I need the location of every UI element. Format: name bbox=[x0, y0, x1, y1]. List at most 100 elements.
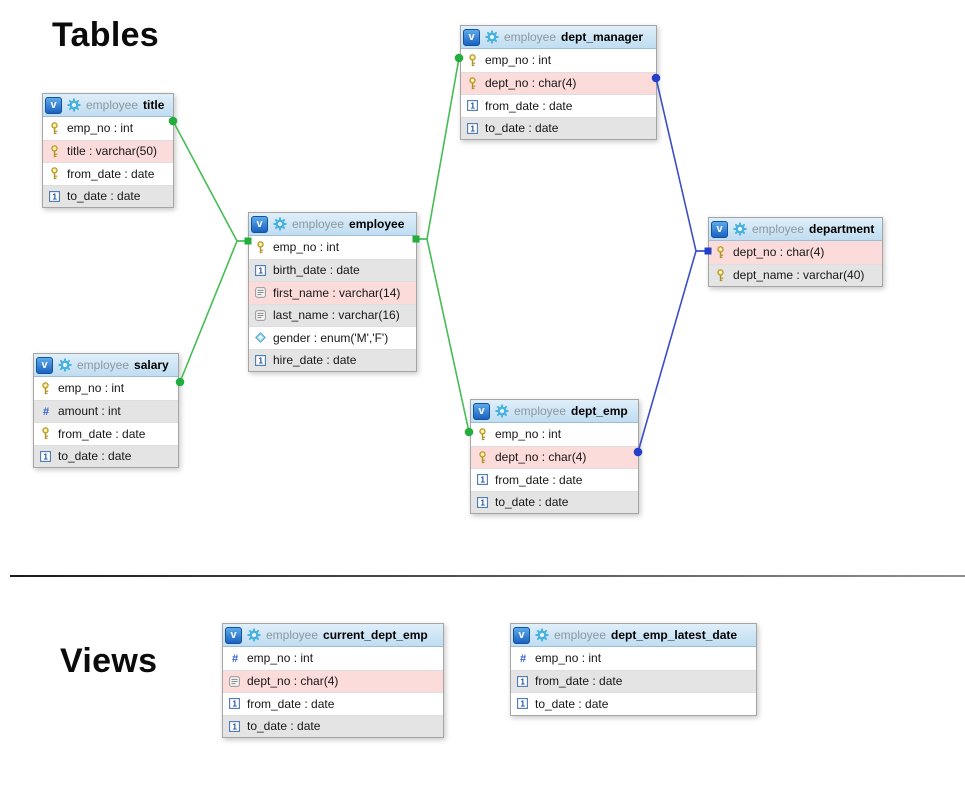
table-name: title bbox=[143, 98, 165, 112]
column-label: last_name : varchar(16) bbox=[273, 308, 400, 323]
key-icon bbox=[476, 450, 489, 464]
relationship-line-title.emp_no-employee.emp_no bbox=[172, 120, 248, 242]
table-options-gear-icon[interactable] bbox=[247, 628, 261, 642]
date-icon: 1 bbox=[254, 354, 267, 366]
relationship-line-dept_emp.dept_no-department.dept_no bbox=[637, 250, 708, 453]
column-row: first_name : varchar(14) bbox=[249, 281, 416, 304]
text-icon bbox=[254, 287, 267, 299]
view-toggle-icon[interactable]: v bbox=[463, 28, 480, 46]
entity-columns: emp_no : int title : varchar(50) from_da… bbox=[43, 117, 173, 207]
column-label: first_name : varchar(14) bbox=[273, 285, 401, 300]
relationship-line-dept_manager.dept_no-department.dept_no bbox=[655, 77, 708, 252]
column-row: dept_no : char(4) bbox=[461, 71, 656, 94]
column-label: emp_no : int bbox=[535, 651, 602, 666]
key-icon bbox=[39, 427, 52, 440]
entity-header[interactable]: v employee title bbox=[43, 94, 173, 117]
column-row: dept_no : char(4) bbox=[471, 445, 638, 468]
table-name: dept_emp_latest_date bbox=[611, 628, 738, 642]
relationship-line-employee.emp_no-dept_emp.emp_no bbox=[416, 238, 470, 433]
entity-header[interactable]: v employee current_dept_emp bbox=[223, 624, 443, 647]
entity-card-dept_emp_latest_date[interactable]: v employee dept_emp_latest_date # emp_no bbox=[510, 623, 757, 716]
schema-name: employee bbox=[554, 628, 607, 642]
schema-name: employee bbox=[266, 628, 319, 642]
view-toggle-icon[interactable]: v bbox=[36, 356, 53, 374]
view-toggle-icon[interactable]: v bbox=[45, 96, 62, 114]
table-name: department bbox=[809, 222, 875, 236]
entity-header[interactable]: v employee dept_emp bbox=[471, 400, 638, 423]
entity-columns: # emp_no : int 1 from_date : date 1 to_d… bbox=[511, 647, 756, 715]
table-options-gear-icon[interactable] bbox=[495, 404, 509, 418]
column-row: from_date : date bbox=[43, 162, 173, 185]
key-icon bbox=[39, 381, 52, 395]
key-icon bbox=[48, 144, 61, 158]
column-row: # emp_no : int bbox=[511, 647, 756, 670]
svg-text:1: 1 bbox=[470, 124, 475, 133]
text-icon bbox=[228, 675, 241, 687]
entity-columns: # emp_no : int dept_no : char(4) 1 from_… bbox=[223, 647, 443, 737]
entity-header[interactable]: v employee dept_emp_latest_date bbox=[511, 624, 756, 647]
entity-card-dept_manager[interactable]: v employee dept_manager emp_no : int bbox=[460, 25, 657, 140]
table-options-gear-icon[interactable] bbox=[733, 222, 747, 236]
column-label: from_date : date bbox=[67, 166, 155, 181]
entity-card-dept_emp[interactable]: v employee dept_emp emp_no : int bbox=[470, 399, 639, 514]
schema-name: employee bbox=[292, 217, 345, 231]
numeric-icon: # bbox=[516, 652, 529, 664]
column-label: gender : enum('M','F') bbox=[273, 330, 389, 345]
column-label: to_date : date bbox=[495, 495, 569, 510]
entity-card-department[interactable]: v employee department dept_no : char(4) bbox=[708, 217, 883, 287]
entity-columns: emp_no : int dept_no : char(4) 1 from_da… bbox=[461, 49, 656, 139]
column-row: emp_no : int bbox=[471, 423, 638, 446]
entity-card-current_dept_emp[interactable]: v employee current_dept_emp # emp_no : i bbox=[222, 623, 444, 738]
column-label: dept_no : char(4) bbox=[733, 245, 825, 260]
entity-header[interactable]: v employee dept_manager bbox=[461, 26, 656, 49]
column-label: to_date : date bbox=[485, 121, 559, 136]
date-icon: 1 bbox=[39, 450, 52, 462]
key-icon bbox=[714, 268, 727, 282]
column-row: emp_no : int bbox=[34, 377, 178, 400]
column-row: last_name : varchar(16) bbox=[249, 303, 416, 326]
column-row: dept_no : char(4) bbox=[223, 669, 443, 692]
key-icon bbox=[714, 245, 727, 259]
table-options-gear-icon[interactable] bbox=[67, 98, 81, 112]
entity-header[interactable]: v employee salary bbox=[34, 354, 178, 377]
view-toggle-icon[interactable]: v bbox=[473, 402, 490, 420]
date-icon: 1 bbox=[476, 496, 489, 508]
column-row: 1 from_date : date bbox=[223, 692, 443, 715]
entity-card-employee[interactable]: v employee employee emp_no : int bbox=[248, 212, 417, 372]
column-label: emp_no : int bbox=[485, 53, 552, 68]
svg-text:1: 1 bbox=[470, 102, 475, 111]
view-toggle-icon[interactable]: v bbox=[225, 626, 242, 644]
section-title-views: Views bbox=[60, 642, 158, 680]
section-title-tables: Tables bbox=[52, 16, 159, 54]
view-toggle-icon[interactable]: v bbox=[711, 220, 728, 238]
column-label: to_date : date bbox=[67, 189, 141, 204]
entity-card-salary[interactable]: v employee salary emp_no : int # bbox=[33, 353, 179, 468]
table-options-gear-icon[interactable] bbox=[58, 358, 72, 372]
entity-card-title[interactable]: v employee title emp_no : int bbox=[42, 93, 174, 208]
column-label: emp_no : int bbox=[495, 427, 562, 442]
table-options-gear-icon[interactable] bbox=[535, 628, 549, 642]
key-icon bbox=[254, 240, 267, 254]
column-row: 1 from_date : date bbox=[461, 94, 656, 117]
table-options-gear-icon[interactable] bbox=[485, 30, 499, 44]
date-icon: 1 bbox=[516, 675, 529, 687]
column-row: 1 to_date : date bbox=[34, 444, 178, 467]
column-row: title : varchar(50) bbox=[43, 139, 173, 162]
table-name: salary bbox=[134, 358, 169, 372]
view-toggle-icon[interactable]: v bbox=[251, 215, 268, 233]
schema-name: employee bbox=[752, 222, 805, 236]
entity-header[interactable]: v employee department bbox=[709, 218, 882, 241]
svg-text:1: 1 bbox=[232, 700, 237, 709]
view-toggle-icon[interactable]: v bbox=[513, 626, 530, 644]
column-row: 1 to_date : date bbox=[511, 692, 756, 715]
column-row: # emp_no : int bbox=[223, 647, 443, 670]
entity-header[interactable]: v employee employee bbox=[249, 213, 416, 236]
table-options-gear-icon[interactable] bbox=[273, 217, 287, 231]
table-name: current_dept_emp bbox=[323, 628, 428, 642]
key-icon bbox=[476, 427, 489, 441]
column-label: from_date : date bbox=[535, 674, 623, 689]
column-row: 1 from_date : date bbox=[511, 669, 756, 692]
svg-text:1: 1 bbox=[520, 700, 525, 709]
column-row: 1 to_date : date bbox=[43, 184, 173, 207]
table-name: employee bbox=[349, 217, 405, 231]
